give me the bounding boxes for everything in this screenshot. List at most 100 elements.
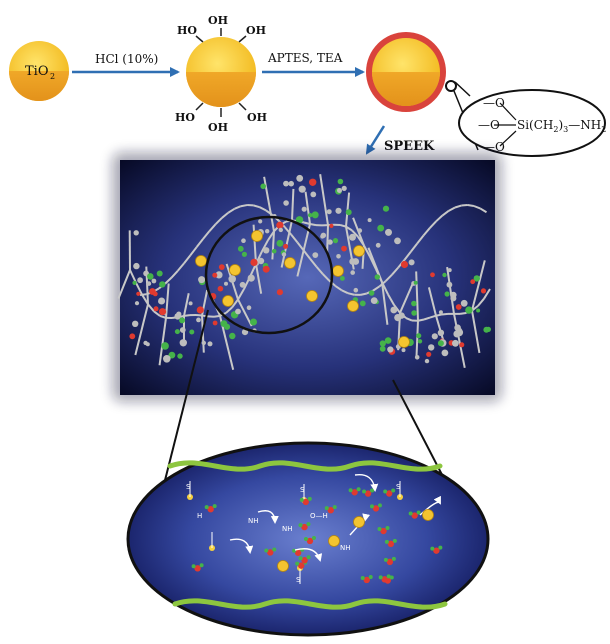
atom (336, 253, 341, 259)
atom (161, 342, 169, 350)
water-molecule (348, 487, 361, 496)
atom (301, 206, 307, 212)
tio2-nanoparticle (328, 535, 340, 547)
water-molecule (384, 538, 397, 548)
atom (460, 299, 468, 307)
atom (368, 290, 375, 296)
atom (332, 238, 339, 244)
atom (450, 291, 457, 299)
atom (278, 227, 283, 233)
atom (340, 276, 345, 281)
tio2-nanoparticle (306, 290, 318, 302)
atom (414, 355, 420, 360)
atom (258, 219, 263, 224)
silane-formula: Si(CH2)3—NH2 (517, 118, 606, 134)
atom (239, 281, 246, 288)
zoom-region (204, 215, 334, 335)
atom (411, 300, 417, 307)
water-molecule (191, 563, 204, 572)
atom (146, 281, 152, 286)
atom (283, 243, 289, 249)
atom (201, 340, 206, 346)
atom (375, 242, 381, 248)
nh2-label: NH (282, 525, 293, 533)
water-molecule (264, 547, 277, 556)
atom (485, 326, 491, 332)
atom (428, 344, 435, 351)
atom (228, 275, 236, 283)
atom (350, 270, 356, 275)
atom (441, 349, 449, 357)
atom (379, 345, 386, 352)
atom (353, 287, 359, 293)
tio2-subscript: 2 (50, 72, 55, 81)
atom (309, 178, 317, 186)
atom (413, 280, 418, 285)
s-label: S (300, 486, 305, 494)
atom (349, 233, 356, 241)
reagent-hcl: HCl (10%) (95, 52, 158, 66)
atom (189, 329, 195, 335)
atom (387, 346, 394, 353)
tio2-nanoparticle (347, 300, 359, 312)
atom (431, 333, 438, 340)
water-molecule (298, 555, 311, 564)
tio2-nanoparticle (398, 336, 410, 348)
atom (417, 339, 423, 344)
atom (212, 272, 218, 278)
water-molecule (377, 526, 390, 535)
atom (473, 275, 480, 282)
nh2-label: NH (248, 517, 259, 525)
atom (411, 310, 417, 316)
atom (129, 333, 136, 340)
atom (263, 247, 270, 254)
arrow-speek (365, 125, 386, 155)
atom (179, 317, 186, 324)
atom (416, 333, 422, 339)
silane-bond-top: —O (483, 96, 505, 110)
atom (320, 234, 325, 239)
atom (337, 188, 342, 193)
atom (459, 342, 465, 348)
zoom-line-left (157, 309, 209, 509)
atom (215, 271, 223, 279)
atom (188, 301, 193, 306)
atom (133, 262, 140, 270)
atom (153, 306, 159, 312)
oh-top-right: OH (246, 24, 266, 37)
atom (465, 306, 473, 314)
atom (341, 245, 347, 252)
sulfonate-group (397, 481, 403, 500)
atom (136, 291, 141, 296)
atom (250, 258, 258, 266)
s-label: S (396, 483, 401, 491)
atom (158, 308, 167, 316)
atom (385, 228, 392, 236)
water-molecule (360, 574, 373, 584)
polymer-network (117, 174, 491, 371)
tio2-nanoparticle (353, 245, 365, 257)
atom (400, 260, 409, 269)
water-molecule (408, 510, 421, 519)
atom (357, 228, 363, 233)
water-molecule (204, 504, 217, 513)
atom (374, 274, 380, 280)
atom (379, 340, 386, 347)
atom (196, 317, 201, 323)
atom (276, 239, 284, 247)
polymer-backbone-top (167, 460, 443, 472)
atom (265, 229, 270, 234)
tio2-nanoparticle (277, 560, 289, 572)
tio2-nanoparticle (284, 257, 296, 269)
atom (212, 320, 218, 326)
atom (453, 330, 461, 338)
reaction-scheme: TiO 2 HCl (10%) HO OH OH HO OH OH (9, 14, 606, 157)
atom (257, 257, 265, 265)
atom (262, 265, 270, 273)
atom (247, 274, 255, 282)
atom (220, 320, 228, 327)
h-label: H (197, 512, 202, 520)
atom (384, 337, 392, 344)
atoms (129, 174, 491, 364)
